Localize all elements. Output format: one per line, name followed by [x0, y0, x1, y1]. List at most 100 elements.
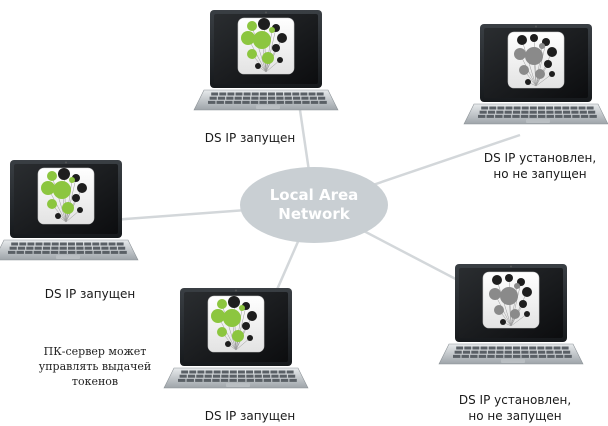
keyboard-key: [318, 96, 326, 100]
keyboard-key: [51, 242, 59, 246]
keyboard-key: [479, 350, 487, 354]
keyboard-key: [220, 378, 229, 382]
laptop-left: [0, 160, 139, 261]
keyboard-key: [101, 246, 109, 250]
keyboard-key: [293, 100, 302, 104]
keyboard-key: [495, 114, 503, 118]
ds-ip-app-icon: [207, 295, 265, 353]
laptop-top: [193, 10, 339, 111]
keyboard-key: [496, 350, 504, 354]
lan-label-line2: Network: [278, 205, 350, 223]
webcam-dot: [265, 11, 267, 14]
keyboard-key: [520, 114, 529, 118]
keyboard-key: [68, 246, 76, 250]
keyboard-key: [505, 106, 513, 110]
keyboard-key: [589, 114, 597, 118]
app-tile-dot: [253, 31, 271, 49]
keyboard-key: [76, 246, 84, 250]
node-label-right-bottom-line1: DS IP установлен,: [458, 393, 572, 407]
ds-ip-app-icon: [37, 167, 95, 225]
app-tile-stem: [510, 291, 528, 327]
lan-label-line1: Local Area: [269, 186, 359, 204]
app-tile-stem: [235, 305, 247, 351]
app-tile-stem: [65, 177, 77, 223]
node-label-right-top-line2: но не запущен: [493, 167, 587, 181]
keyboard-key: [229, 378, 237, 382]
keyboard-key: [546, 110, 554, 114]
app-tile-dot: [242, 322, 250, 330]
keyboard-key: [59, 246, 67, 250]
app-tile-dot: [247, 311, 257, 321]
keyboard-key: [302, 100, 310, 104]
app-tile-dot: [247, 49, 257, 59]
keyboard-key: [513, 346, 520, 350]
keyboard-key: [486, 114, 494, 118]
keyboard-key: [481, 106, 489, 110]
keyboard-key: [84, 242, 92, 246]
app-tile-stem: [265, 37, 283, 73]
keyboard-key: [547, 354, 555, 358]
keyboard-key: [555, 114, 563, 118]
keyboard-key: [538, 110, 546, 114]
keyboard-key: [17, 246, 26, 250]
keyboard-key: [272, 378, 280, 382]
app-tile-stem: [235, 307, 243, 351]
keyboard-key: [572, 114, 580, 118]
keyboard-key: [179, 374, 187, 378]
keyboard-key: [497, 106, 505, 110]
app-tile-dot: [277, 57, 283, 63]
keyboard-key: [51, 246, 59, 250]
keyboard-key: [259, 92, 267, 96]
keyboard-key: [487, 110, 496, 114]
keyboard-key: [489, 106, 497, 110]
keyboard-key: [42, 250, 50, 254]
ds-ip-app-icon: [507, 31, 565, 89]
keyboard-key: [284, 92, 292, 96]
keyboard-key: [42, 246, 51, 250]
app-tile-stem: [265, 59, 281, 73]
keyboard-key: [217, 96, 226, 100]
keyboard-key: [562, 106, 570, 110]
keyboard-key: [92, 242, 100, 246]
keyboard-key: [521, 110, 529, 114]
keyboard-key: [513, 350, 521, 354]
keyboard-key: [529, 350, 537, 354]
app-tile-dot: [517, 35, 527, 45]
lan-label: Local Area Network: [248, 186, 380, 224]
keyboard-key: [529, 114, 537, 118]
keyboard-key: [242, 96, 251, 100]
keyboard-key: [85, 250, 93, 254]
keyboard-key: [504, 110, 512, 114]
app-tile-dot: [272, 44, 280, 52]
keyboard-key: [93, 250, 102, 254]
app-tile-dot: [241, 31, 255, 45]
keyboard-key: [250, 100, 259, 104]
keyboard-key: [301, 96, 309, 100]
keyboard-key: [259, 96, 267, 100]
keyboard-key: [537, 346, 545, 350]
keyboard-key: [209, 96, 217, 100]
touchpad: [501, 359, 525, 363]
touchpad: [526, 119, 550, 123]
app-tile-stem: [251, 25, 267, 73]
app-tile-dot: [525, 79, 531, 85]
app-tile-dot: [539, 43, 545, 49]
keyboard-key: [546, 114, 554, 118]
keyboard-key: [480, 346, 488, 350]
app-tile-dot: [524, 311, 530, 317]
laptop-right-top: [463, 24, 608, 125]
keyboard-key: [496, 346, 504, 350]
keyboard-key: [226, 96, 234, 100]
app-tile-dot: [217, 327, 227, 337]
keyboard-key: [268, 96, 276, 100]
keyboard-key: [268, 100, 276, 104]
keyboard-key: [216, 100, 224, 104]
node-label-right-bottom-line2: но не запущен: [468, 409, 562, 423]
keyboard-key: [108, 242, 116, 246]
keyboard-key: [262, 370, 270, 374]
keyboard-key: [276, 92, 284, 96]
keyboard-key: [254, 374, 262, 378]
app-tile-dot: [522, 287, 532, 297]
keyboard-key: [555, 354, 564, 358]
keyboard-key: [563, 114, 572, 118]
